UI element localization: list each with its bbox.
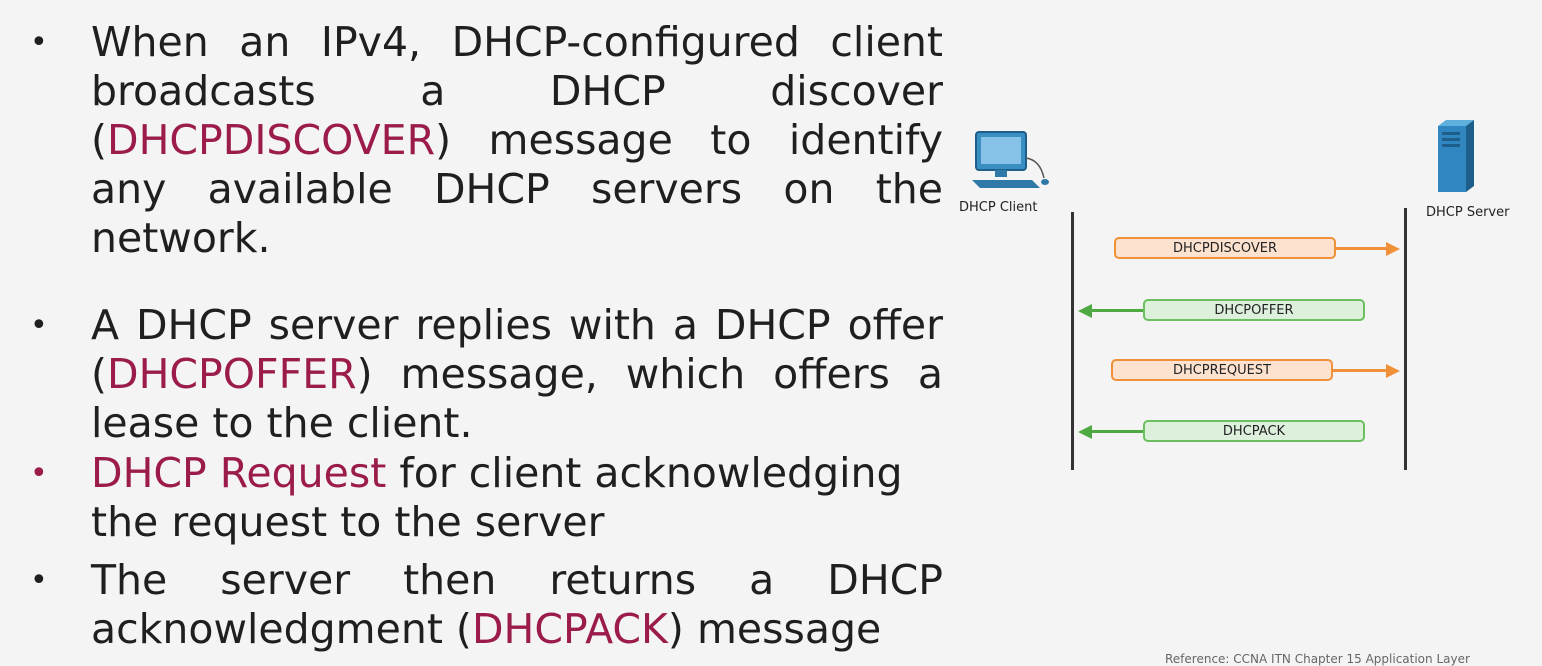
bullet-dot: • (30, 308, 48, 343)
bullet-text-pre: A DHCP server replies with a DHCP offer … (91, 301, 943, 398)
msg-request-box: DHCPREQUEST (1111, 359, 1333, 381)
arrowhead-discover (1386, 242, 1400, 256)
bullet-text-post: ) message, which offers a lease to the c… (91, 350, 943, 447)
bullet-highlight: DHCP Request (91, 449, 387, 497)
bullet-text-post: ) message to identify any available DHCP… (91, 116, 943, 262)
bullet-highlight: DHCPACK (471, 605, 668, 653)
reference-footer: Reference: CCNA ITN Chapter 15 Applicati… (1165, 652, 1470, 666)
bullet-dot: • (30, 456, 48, 491)
bullet-dhcp-discover: • When an IPv4, DHCP-configured client b… (0, 18, 943, 263)
bullet-dhcp-offer: • A DHCP server replies with a DHCP offe… (0, 301, 943, 447)
msg-ack-box: DHCPACK (1143, 420, 1365, 442)
arrowhead-offer (1078, 304, 1092, 318)
bullet-text-pre: The server then returns a DHCP acknowled… (91, 556, 943, 653)
bullet-text-pre: When an IPv4, DHCP-configured client bro… (91, 18, 943, 164)
bullet-text-post: for client acknowledging the request to … (91, 449, 903, 546)
arrowhead-request (1386, 364, 1400, 378)
computer-icon (972, 131, 1049, 188)
msg-offer-box: DHCPOFFER (1143, 299, 1365, 321)
arrow-ack (1092, 430, 1143, 433)
bullet-dot: • (30, 25, 48, 60)
bullet-text-post: ) message (667, 605, 882, 653)
bullet-highlight: DHCPOFFER (107, 350, 357, 398)
bullet-dhcp-request: • DHCP Request for client acknowledging … (0, 449, 943, 546)
bullet-list: • When an IPv4, DHCP-configured client b… (0, 18, 960, 654)
bullet-dhcp-ack: • The server then returns a DHCP acknowl… (0, 556, 943, 654)
arrow-discover (1336, 247, 1388, 250)
bullet-highlight: DHCPDISCOVER (107, 116, 436, 164)
arrow-request (1333, 369, 1388, 372)
bullet-dot: • (30, 563, 48, 598)
client-label: DHCP Client (959, 200, 1038, 215)
server-lifeline (1404, 208, 1407, 470)
arrow-offer (1092, 309, 1143, 312)
msg-discover-box: DHCPDISCOVER (1114, 237, 1336, 259)
client-lifeline (1071, 212, 1074, 470)
server-label: DHCP Server (1426, 205, 1510, 220)
arrowhead-ack (1078, 425, 1092, 439)
server-icon (1438, 120, 1474, 192)
dhcp-sequence-diagram: DHCP Client DHCP Server DHCPDISCOVER DHC… (950, 110, 1542, 490)
